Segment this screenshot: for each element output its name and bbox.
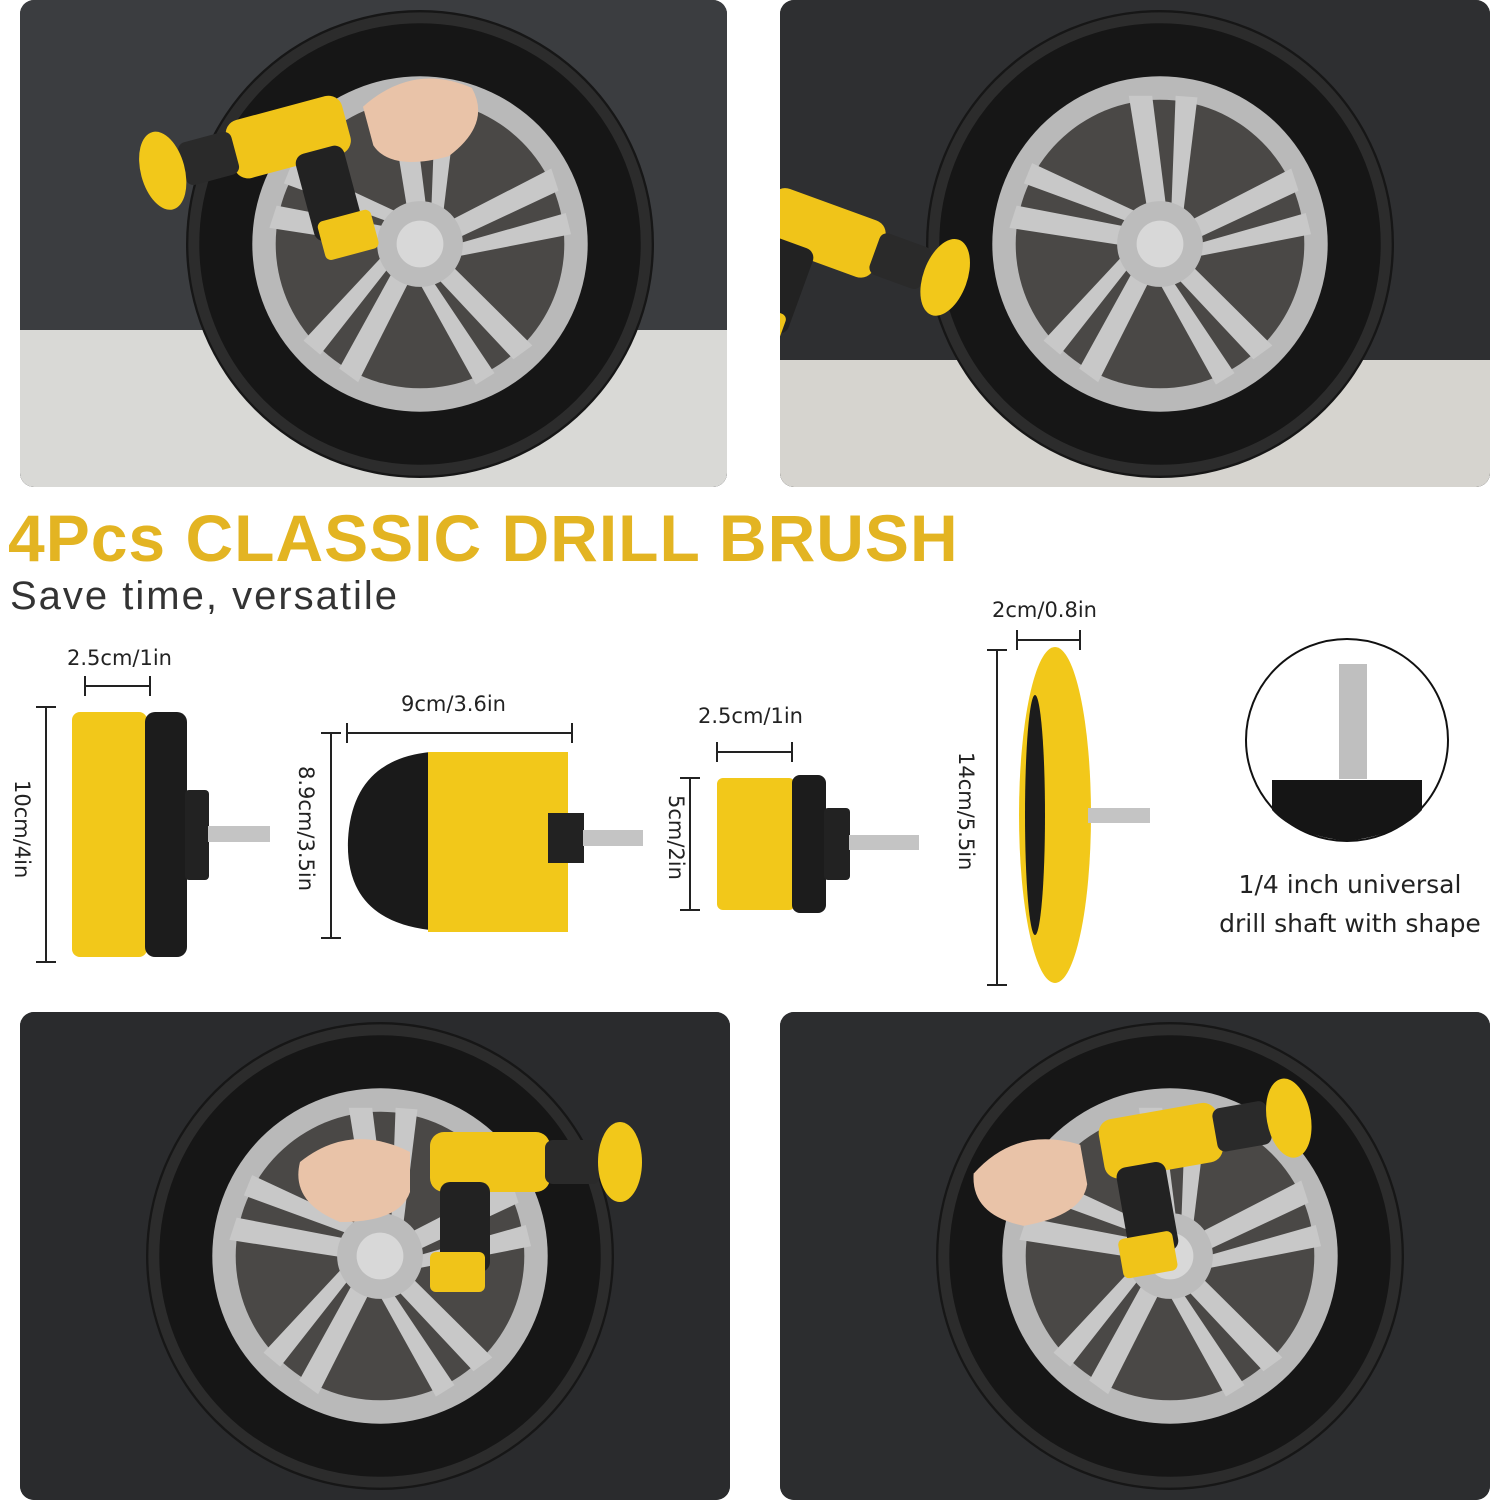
dimension-lines <box>36 630 1081 986</box>
flat-brush-large <box>72 712 270 957</box>
brush1-width-label: 2.5cm/1in <box>67 646 172 670</box>
brush4-height-label: 14cm/5.5in <box>954 752 978 871</box>
brush3-width-label: 2.5cm/1in <box>698 704 803 728</box>
shaft-caption-line1: 1/4 inch universal <box>1238 870 1462 899</box>
shaft-detail-icon <box>1245 638 1449 842</box>
brush3-height-label: 5cm/2in <box>664 795 688 880</box>
photo-scrubbing-wheel-top-right <box>780 0 1490 487</box>
photo-scrubbing-rim-bottom-right <box>780 1012 1490 1500</box>
brush2-width-label: 9cm/3.6in <box>401 692 506 716</box>
wheel-brush <box>1019 647 1150 983</box>
product-title: 4Pcs CLASSIC DRILL BRUSH <box>8 501 959 575</box>
brush-diagram <box>36 630 1449 986</box>
dome-brush <box>347 752 643 932</box>
brush1-height-label: 10cm/4in <box>10 780 34 879</box>
flat-brush-small <box>717 775 919 913</box>
photo-scrubbing-wheel-top-left <box>20 0 727 487</box>
photo-scrubbing-hub-bottom-left <box>20 1012 730 1500</box>
shaft-caption: 1/4 inch universal drill shaft with shap… <box>1200 865 1500 943</box>
product-subtitle: Save time, versatile <box>10 574 400 618</box>
shaft-caption-line2: drill shaft with shape <box>1219 909 1481 938</box>
brush2-height-label: 8.9cm/3.5in <box>294 766 318 892</box>
brush4-width-label: 2cm/0.8in <box>992 598 1097 622</box>
